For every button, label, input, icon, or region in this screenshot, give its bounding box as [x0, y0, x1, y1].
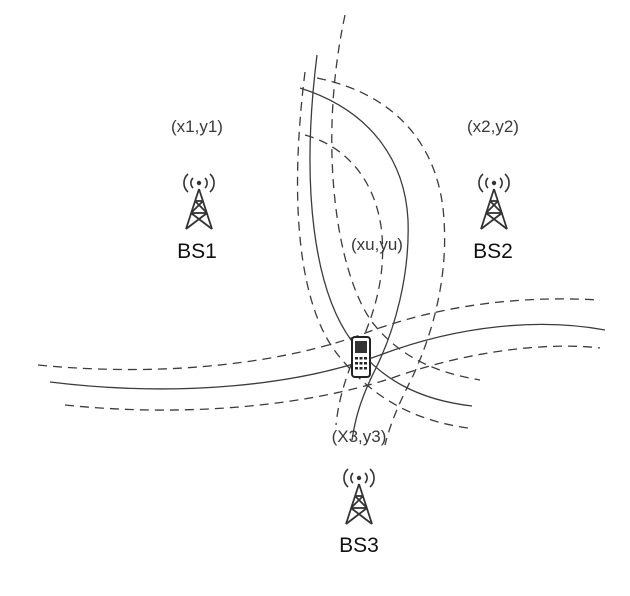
- hyperbola-bs1-bs3: [37, 298, 606, 411]
- base-station-bs3: (X3,y3) BS3: [332, 427, 387, 557]
- base-station-bs2: (x2,y2) BS2: [467, 117, 519, 263]
- bs2-coordinate-label: (x2,y2): [467, 117, 519, 136]
- mobile-phone-icon: [351, 336, 371, 378]
- hyperbola-bs1-bs2: [296, 14, 481, 429]
- bs3-coordinate-label: (X3,y3): [332, 427, 387, 446]
- cell-tower-icon: [343, 468, 375, 525]
- cell-tower-icon: [478, 173, 510, 230]
- user-coordinate-label: (xu,yu): [351, 235, 403, 254]
- bs3-label: BS3: [339, 534, 379, 557]
- bs1-coordinate-label: (x1,y1): [171, 117, 223, 136]
- cell-tower-icon: [183, 173, 215, 230]
- hyperbola-bs2-bs3: [299, 77, 446, 446]
- bs1-label: BS1: [177, 240, 217, 263]
- bs2-label: BS2: [473, 240, 513, 263]
- base-station-bs1: (x1,y1) BS1: [171, 117, 223, 263]
- user-terminal: (xu,yu): [351, 235, 403, 378]
